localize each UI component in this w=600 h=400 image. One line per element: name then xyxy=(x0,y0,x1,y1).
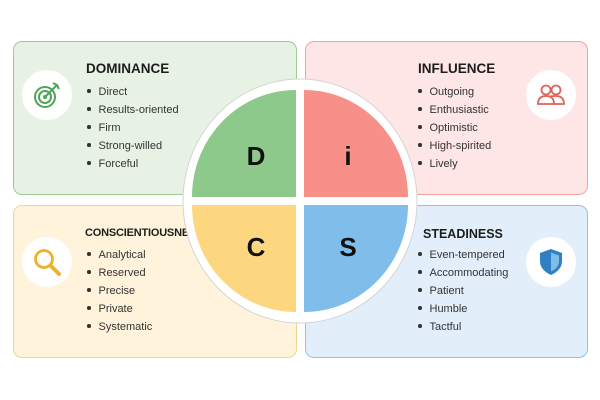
influence-traits-list: Outgoing Enthusiastic Optimistic High-sp… xyxy=(418,83,492,173)
conscientiousness-quadrant xyxy=(192,205,296,312)
trait-item: Patient xyxy=(418,282,508,300)
trait-item: Private xyxy=(87,300,152,318)
conscientiousness-title: CONSCIENTIOUSNESS xyxy=(85,227,204,239)
trait-item: Humble xyxy=(418,300,508,318)
trait-item: Analytical xyxy=(87,246,152,264)
trait-item: Lively xyxy=(418,155,491,173)
magnifier-icon xyxy=(34,249,61,276)
steadiness-letter: S xyxy=(339,232,356,262)
trait-item: Strong-willed xyxy=(87,137,179,155)
steadiness-title: STEADINESS xyxy=(423,227,503,241)
dominance-letter: D xyxy=(247,141,266,171)
dominance-title: DOMINANCE xyxy=(86,61,170,76)
trait-item: Firm xyxy=(87,119,179,137)
trait-item: Reserved xyxy=(87,264,152,282)
disc-wheel: D i C S xyxy=(182,78,418,324)
conscientiousness-icon-badge xyxy=(22,237,72,287)
trait-item: Results-oriented xyxy=(87,101,179,119)
trait-item: Outgoing xyxy=(418,83,491,101)
dominance-traits-list: Direct Results-oriented Firm Strong-will… xyxy=(87,83,179,173)
trait-item: Optimistic xyxy=(418,119,491,137)
conscientiousness-letter: C xyxy=(247,232,266,262)
steadiness-traits-list: Even-tempered Accommodating Patient Humb… xyxy=(418,246,509,336)
trait-item: Systematic xyxy=(87,318,153,336)
trait-item: High-spirited xyxy=(418,137,492,155)
dominance-icon-badge xyxy=(22,70,72,120)
trait-item: Enthusiastic xyxy=(418,101,491,119)
trait-item: Tactful xyxy=(418,318,508,336)
influence-quadrant xyxy=(304,90,408,197)
conscientiousness-traits-list: Analytical Reserved Precise Private Syst… xyxy=(87,246,153,336)
influence-title: INFLUENCE xyxy=(418,61,496,76)
steadiness-icon-badge xyxy=(526,237,576,287)
trait-item: Precise xyxy=(87,282,152,300)
influence-letter: i xyxy=(344,141,351,171)
steadiness-quadrant xyxy=(304,205,408,312)
trait-item: Forceful xyxy=(87,155,179,173)
trait-item: Direct xyxy=(87,83,179,101)
trait-item: Even-tempered xyxy=(418,246,508,264)
target-icon xyxy=(34,82,60,108)
people-icon xyxy=(537,84,565,105)
shield-icon xyxy=(540,249,562,275)
dominance-quadrant xyxy=(192,90,296,197)
influence-icon-badge xyxy=(526,70,576,120)
trait-item: Accommodating xyxy=(418,264,509,282)
